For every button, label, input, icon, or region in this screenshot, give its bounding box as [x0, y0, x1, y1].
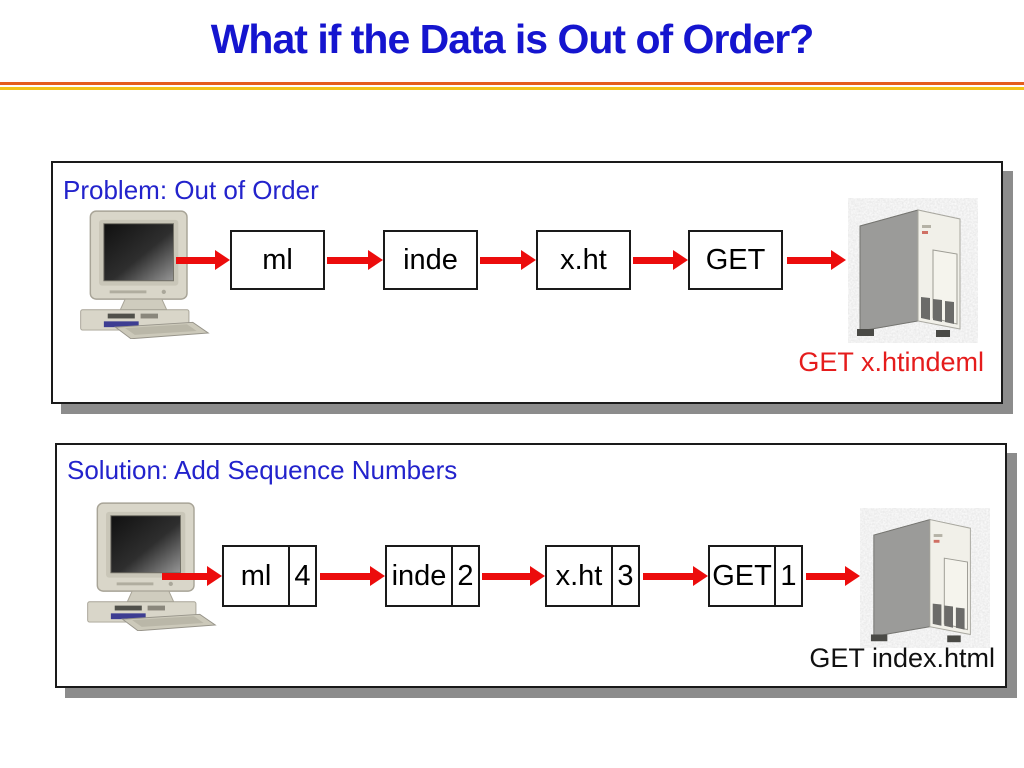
flow-arrow	[633, 250, 688, 270]
packet-box: ml	[230, 230, 325, 290]
title-divider-yellow	[0, 87, 1024, 90]
packet-label: ml	[240, 559, 272, 592]
solution-panel-label: Solution: Add Sequence Numbers	[67, 455, 458, 485]
flow-arrow	[482, 566, 545, 586]
packet-label: x.ht	[555, 559, 603, 592]
packet-box: GET 1	[708, 545, 803, 607]
packet-box: ml 4	[222, 545, 317, 607]
flow-arrow	[643, 566, 708, 586]
packet-label: x.ht	[560, 243, 607, 276]
packet-seq: 3	[611, 547, 638, 605]
flow-arrow	[480, 250, 536, 270]
solution-panel: Solution: Add Sequence Numbers ml 4	[55, 443, 1007, 688]
packet-box: GET	[688, 230, 783, 290]
client-computer-icon	[78, 500, 223, 632]
server-tower-icon	[860, 508, 990, 648]
flow-arrow	[320, 566, 385, 586]
packet-seq: 2	[451, 547, 478, 605]
packet-label: inde	[391, 559, 447, 592]
problem-panel-label: Problem: Out of Order	[63, 175, 319, 205]
flow-arrow	[162, 566, 222, 586]
server-tower-icon	[848, 198, 978, 343]
received-request-text: GET x.htindeml	[798, 347, 984, 377]
client-computer-icon	[71, 208, 216, 340]
flow-arrow	[787, 250, 846, 270]
packet-label: inde	[403, 243, 458, 276]
problem-panel: Problem: Out of Order ml inde	[51, 161, 1003, 404]
title-divider-orange	[0, 82, 1024, 85]
flow-arrow	[176, 250, 230, 270]
page-title: What if the Data is Out of Order?	[210, 16, 815, 62]
flow-arrow	[327, 250, 383, 270]
packet-label: ml	[262, 243, 293, 276]
packet-box: x.ht 3	[545, 545, 640, 607]
packet-box: x.ht	[536, 230, 631, 290]
packet-seq: 4	[288, 547, 315, 605]
flow-arrow	[806, 566, 860, 586]
packet-seq: 1	[774, 547, 801, 605]
packet-label: GET	[705, 243, 766, 276]
received-request-text: GET index.html	[809, 643, 995, 673]
packet-label: GET	[712, 559, 772, 592]
packet-box: inde	[383, 230, 478, 290]
packet-box: inde 2	[385, 545, 480, 607]
